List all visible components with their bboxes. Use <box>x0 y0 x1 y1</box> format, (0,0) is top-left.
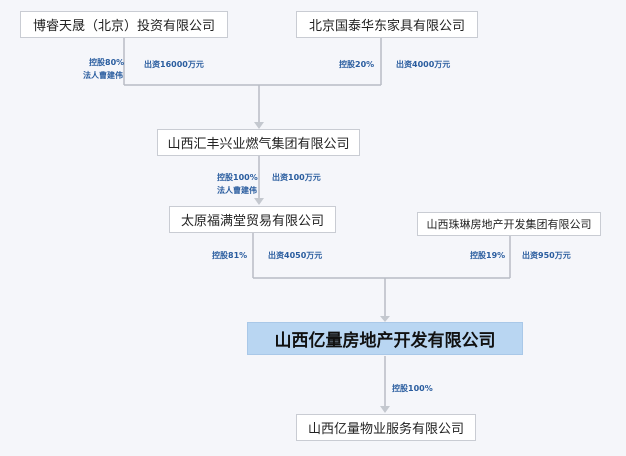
node-zhulin-label: 山西珠琳房地产开发集团有限公司 <box>426 218 592 231</box>
edge-label-huifeng-capital: 出资100万元 <box>272 173 321 182</box>
node-fumantang-label: 太原福满堂贸易有限公司 <box>180 214 324 229</box>
node-beijing-guotai-label: 北京国泰华东家具有限公司 <box>308 19 465 34</box>
node-beijing-guotai[interactable]: 北京国泰华东家具有限公司 <box>296 11 478 38</box>
edge-label-beijing-capital: 出资4000万元 <box>396 60 451 69</box>
edge-label-fumantang-capital: 出资4050万元 <box>268 251 323 260</box>
edge-label-boruitiansheng-share: 控股80% <box>89 58 125 67</box>
node-yiliang[interactable]: 山西亿量房地产开发有限公司 <box>247 322 523 355</box>
edge-label-beijing-share: 控股20% <box>339 60 375 69</box>
node-huifeng[interactable]: 山西汇丰兴业燃气集团有限公司 <box>157 129 360 156</box>
node-zhulin[interactable]: 山西珠琳房地产开发集团有限公司 <box>417 212 601 236</box>
node-huifeng-label: 山西汇丰兴业燃气集团有限公司 <box>167 137 350 152</box>
arrow-to-huifeng <box>254 122 264 129</box>
arrow-to-yiliang <box>380 316 390 322</box>
edge-label-huifeng-share: 控股100% <box>217 173 258 182</box>
edge-label-yiliang-share: 控股100% <box>392 384 433 393</box>
node-yiliang-wuye-label: 山西亿量物业服务有限公司 <box>307 422 464 437</box>
edge-label-zhulin-share: 控股19% <box>470 251 506 260</box>
edge-label-fumantang-share: 控股81% <box>212 251 248 260</box>
node-boruitiansheng[interactable]: 博睿天晟（北京）投资有限公司 <box>20 11 228 38</box>
edge-label-boruitiansheng-capital: 出资16000万元 <box>144 60 204 69</box>
node-boruitiansheng-label: 博睿天晟（北京）投资有限公司 <box>32 19 215 34</box>
edge-label-zhulin-capital: 出资950万元 <box>522 251 571 260</box>
node-yiliang-wuye[interactable]: 山西亿量物业服务有限公司 <box>296 414 476 441</box>
node-fumantang[interactable]: 太原福满堂贸易有限公司 <box>169 206 336 233</box>
node-yiliang-label: 山西亿量房地产开发有限公司 <box>274 331 496 351</box>
edge-label-huifeng-rep: 法人曹建伟 <box>217 186 257 195</box>
arrow-to-wuye <box>380 406 390 413</box>
arrow-to-fumantang <box>254 198 264 205</box>
edge-label-boruitiansheng-rep: 法人曹建伟 <box>83 71 123 80</box>
